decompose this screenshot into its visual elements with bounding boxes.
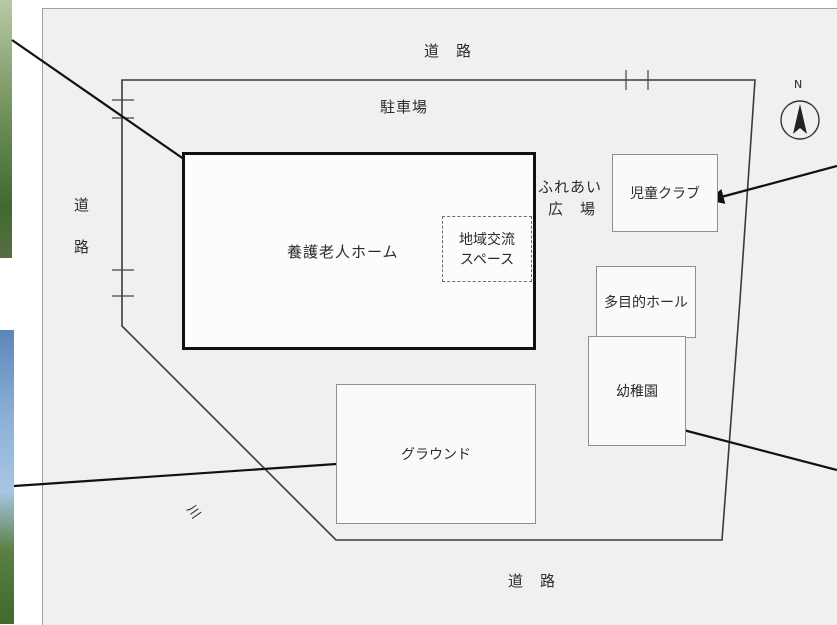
compass-north-label: N xyxy=(794,78,803,91)
multipurpose-hall-building: 多目的ホール xyxy=(596,266,696,338)
compass-icon xyxy=(780,100,820,140)
community-space-label-2: スペース xyxy=(459,252,515,268)
nursing-home-building: 養護老人ホーム xyxy=(182,152,536,350)
photo-strip-bottom xyxy=(0,330,14,624)
ground-area: グラウンド xyxy=(336,384,536,524)
children-club-label: 児童クラブ xyxy=(630,186,700,202)
property-boundary xyxy=(121,79,756,541)
nursing-home-label: 養護老人ホーム xyxy=(287,243,399,261)
road-label-top: 道 路 xyxy=(424,42,473,60)
multipurpose-hall-label: 多目的ホール xyxy=(604,295,688,311)
kindergarten-label: 幼稚園 xyxy=(616,384,658,400)
plaza-label-2: 広 場 xyxy=(548,200,597,218)
arrow-to-ground xyxy=(13,455,368,488)
arrow-to-children-club xyxy=(708,164,837,204)
arrow-to-kindergarten xyxy=(666,422,837,472)
road-label-bottom: 道 路 xyxy=(508,572,557,590)
north-compass: N xyxy=(776,78,824,140)
community-space-label-1: 地域交流 xyxy=(459,232,515,248)
road-label-left-2: 路 xyxy=(74,238,91,256)
community-space-area: 地域交流 スペース xyxy=(442,216,532,282)
gate-marks xyxy=(112,70,649,297)
children-club-building: 児童クラブ xyxy=(612,154,718,232)
road-label-left-1: 道 xyxy=(74,196,91,214)
kindergarten-building: 幼稚園 xyxy=(588,336,686,446)
ground-label: グラウンド xyxy=(401,447,471,463)
photo-strip-top xyxy=(0,0,12,258)
parking-label: 駐車場 xyxy=(380,98,429,116)
plaza-label-1: ふれあい xyxy=(538,178,603,196)
